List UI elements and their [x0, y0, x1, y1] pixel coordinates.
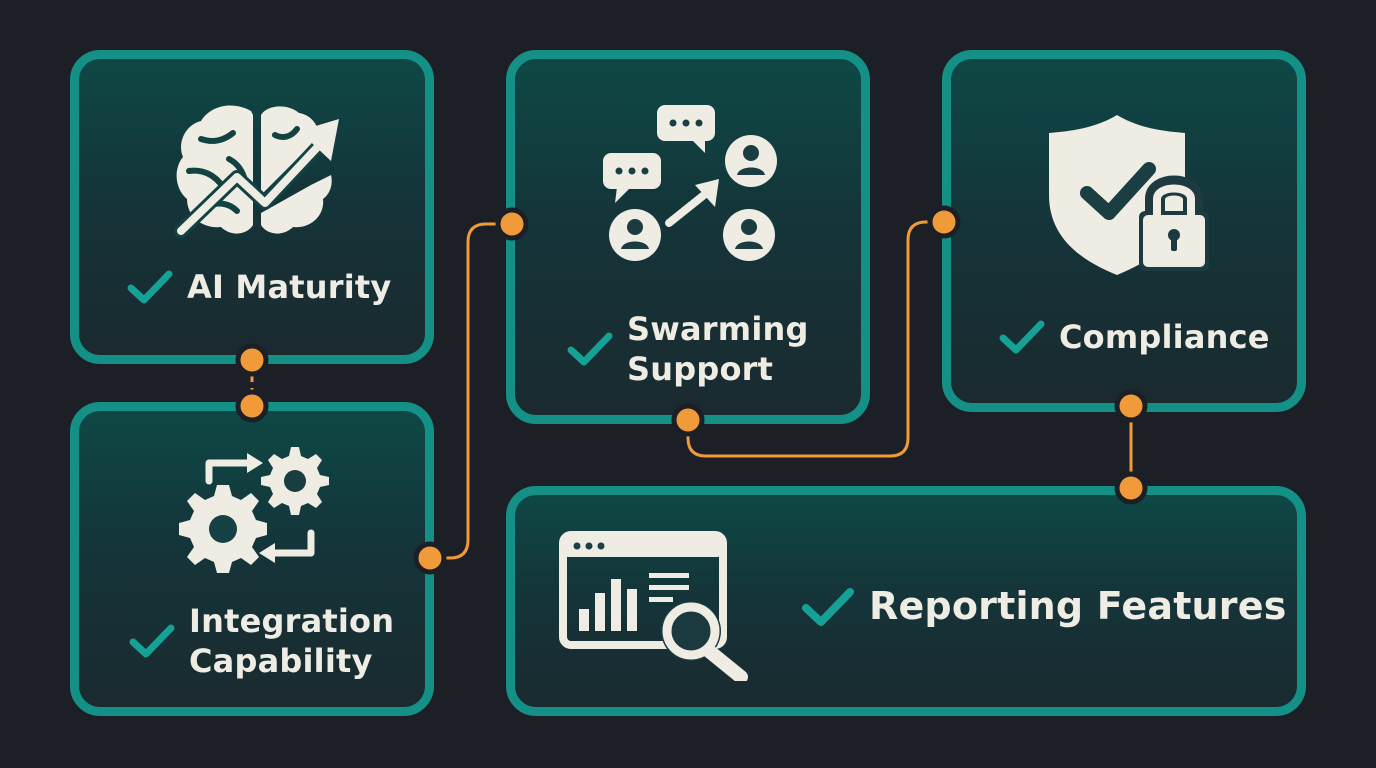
check-icon	[129, 624, 175, 658]
card-integration-capability: Integration Capability	[70, 402, 434, 716]
card-ai-maturity: AI Maturity	[70, 50, 434, 364]
collaboration-chat-icon	[603, 105, 777, 261]
card-title-line1: Swarming	[627, 310, 809, 348]
swarming-support-label: Swarming Support	[567, 309, 809, 389]
card-swarming-support: Swarming Support	[506, 50, 870, 424]
check-icon	[567, 332, 613, 366]
compliance-label: Compliance	[999, 317, 1270, 357]
integration-capability-label: Integration Capability	[129, 601, 394, 681]
check-icon	[802, 587, 854, 626]
shield-lock-icon	[1049, 115, 1209, 275]
card-reporting-features: Reporting Features	[506, 486, 1306, 716]
card-title-line2: Support	[627, 350, 774, 388]
ai-maturity-label: AI Maturity	[127, 267, 391, 307]
gears-sync-icon	[179, 447, 329, 573]
analytics-dashboard-icon	[559, 531, 748, 681]
check-icon	[127, 270, 173, 304]
card-title-line2: Capability	[189, 642, 373, 680]
check-icon	[999, 320, 1045, 354]
card-title-line1: Integration	[189, 602, 395, 640]
card-title: Compliance	[1059, 318, 1270, 356]
card-compliance: Compliance	[942, 50, 1306, 412]
connector-integration-swarming	[430, 222, 512, 560]
reporting-features-label: Reporting Features	[801, 583, 1287, 631]
card-title: AI Maturity	[187, 268, 392, 306]
brain-growth-icon	[174, 105, 339, 238]
card-title: Reporting Features	[869, 584, 1287, 628]
